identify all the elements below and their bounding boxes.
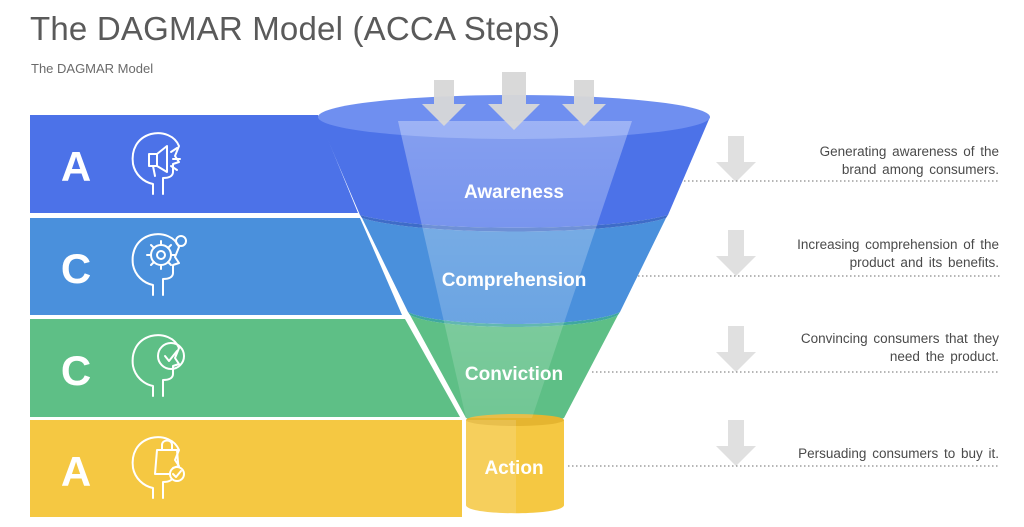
description-line: brand among consumers. (841, 162, 999, 177)
step-band-action: A (30, 420, 462, 517)
arrow-down-icon (716, 230, 756, 276)
funnel: Awareness Comprehension Conviction Actio… (318, 95, 710, 514)
description-comprehension: Increasing comprehension of the product … (699, 236, 999, 272)
arrow-down-icon (422, 80, 466, 126)
megaphone-head-icon (131, 132, 181, 195)
step-band-awareness: A (30, 115, 358, 213)
step-band-conviction: C (30, 319, 460, 417)
arrow-down-icon (562, 80, 606, 126)
funnel-section-action (466, 414, 564, 514)
funnel-highlight (398, 121, 632, 418)
funnel-label-comprehension: Comprehension (442, 270, 587, 291)
page-title: The DAGMAR Model (ACCA Steps) (30, 10, 561, 47)
description-action: Persuading consumers to buy it. (699, 445, 999, 463)
band-letter: C (61, 245, 91, 292)
band-letter: C (61, 347, 91, 394)
arrow-down-icon (716, 326, 756, 372)
gear-head-icon (131, 233, 187, 296)
page-subtitle: The DAGMAR Model (31, 61, 154, 76)
arrow-down-icon (488, 72, 540, 130)
arrow-down-icon (716, 420, 756, 466)
funnel-label-action: Action (484, 458, 543, 479)
description-line: Persuading consumers to buy it. (798, 446, 999, 461)
arrow-down-icon (716, 136, 756, 182)
description-line: Convincing consumers that they (800, 331, 999, 346)
description-conviction: Convincing consumers that they need the … (699, 330, 999, 366)
description-line: product and its benefits. (849, 255, 999, 270)
funnel-label-awareness: Awareness (464, 182, 564, 203)
band-letter: A (61, 448, 91, 495)
step-band-comprehension: C (30, 218, 402, 315)
description-line: Increasing comprehension of the (797, 237, 999, 252)
band-letter: A (61, 143, 91, 190)
funnel-label-conviction: Conviction (465, 364, 563, 385)
description-line: Generating awareness of the (819, 144, 999, 159)
checkmark-head-icon (131, 334, 185, 397)
description-line: need the product. (889, 349, 999, 364)
description-awareness: Generating awareness of the brand among … (699, 143, 999, 179)
shopping-bag-head-icon (131, 436, 185, 499)
